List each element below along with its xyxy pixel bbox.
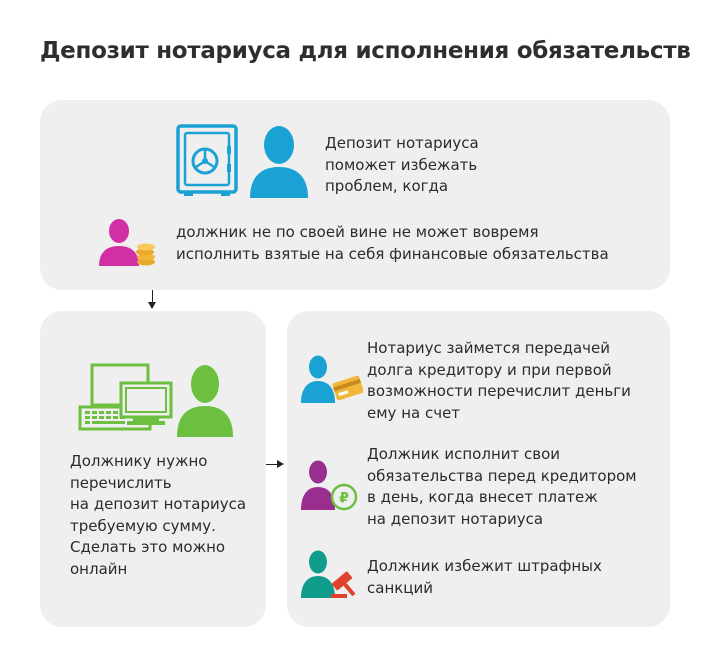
svg-text:₽: ₽ (339, 491, 349, 507)
right-arrow-head (277, 460, 284, 468)
outcomes-panel (287, 311, 670, 627)
person-with-card-icon (301, 355, 363, 403)
debtor-text: должник не по своей вине не может воврем… (176, 223, 609, 263)
page-title: Депозит нотариуса для исполнения обязате… (40, 38, 691, 64)
right-arrow-line (266, 463, 279, 465)
safe-icon (176, 124, 238, 196)
outcome-penalty-text: Должник избежит штрафных санкций (367, 557, 602, 597)
intro-text: Депозит нотариуса поможет избежать пробл… (325, 134, 479, 195)
person-with-coins-icon (99, 219, 155, 266)
debtor-action-text: Должнику нужно перечислить на депозит но… (70, 452, 247, 578)
person-icon (177, 365, 233, 437)
person-icon (250, 126, 308, 198)
person-with-ruble-icon: ₽ (301, 460, 358, 511)
outcome-transfer-text: Нотариус займется передачей долга кредит… (367, 339, 631, 422)
computers-icon (78, 363, 173, 431)
down-arrow-line (151, 290, 153, 304)
down-arrow-head (148, 302, 156, 309)
debtor-action-panel (40, 311, 266, 627)
outcome-payment-text: Должник исполнит свои обязательства пере… (367, 445, 637, 528)
person-with-gavel-icon (301, 550, 356, 598)
